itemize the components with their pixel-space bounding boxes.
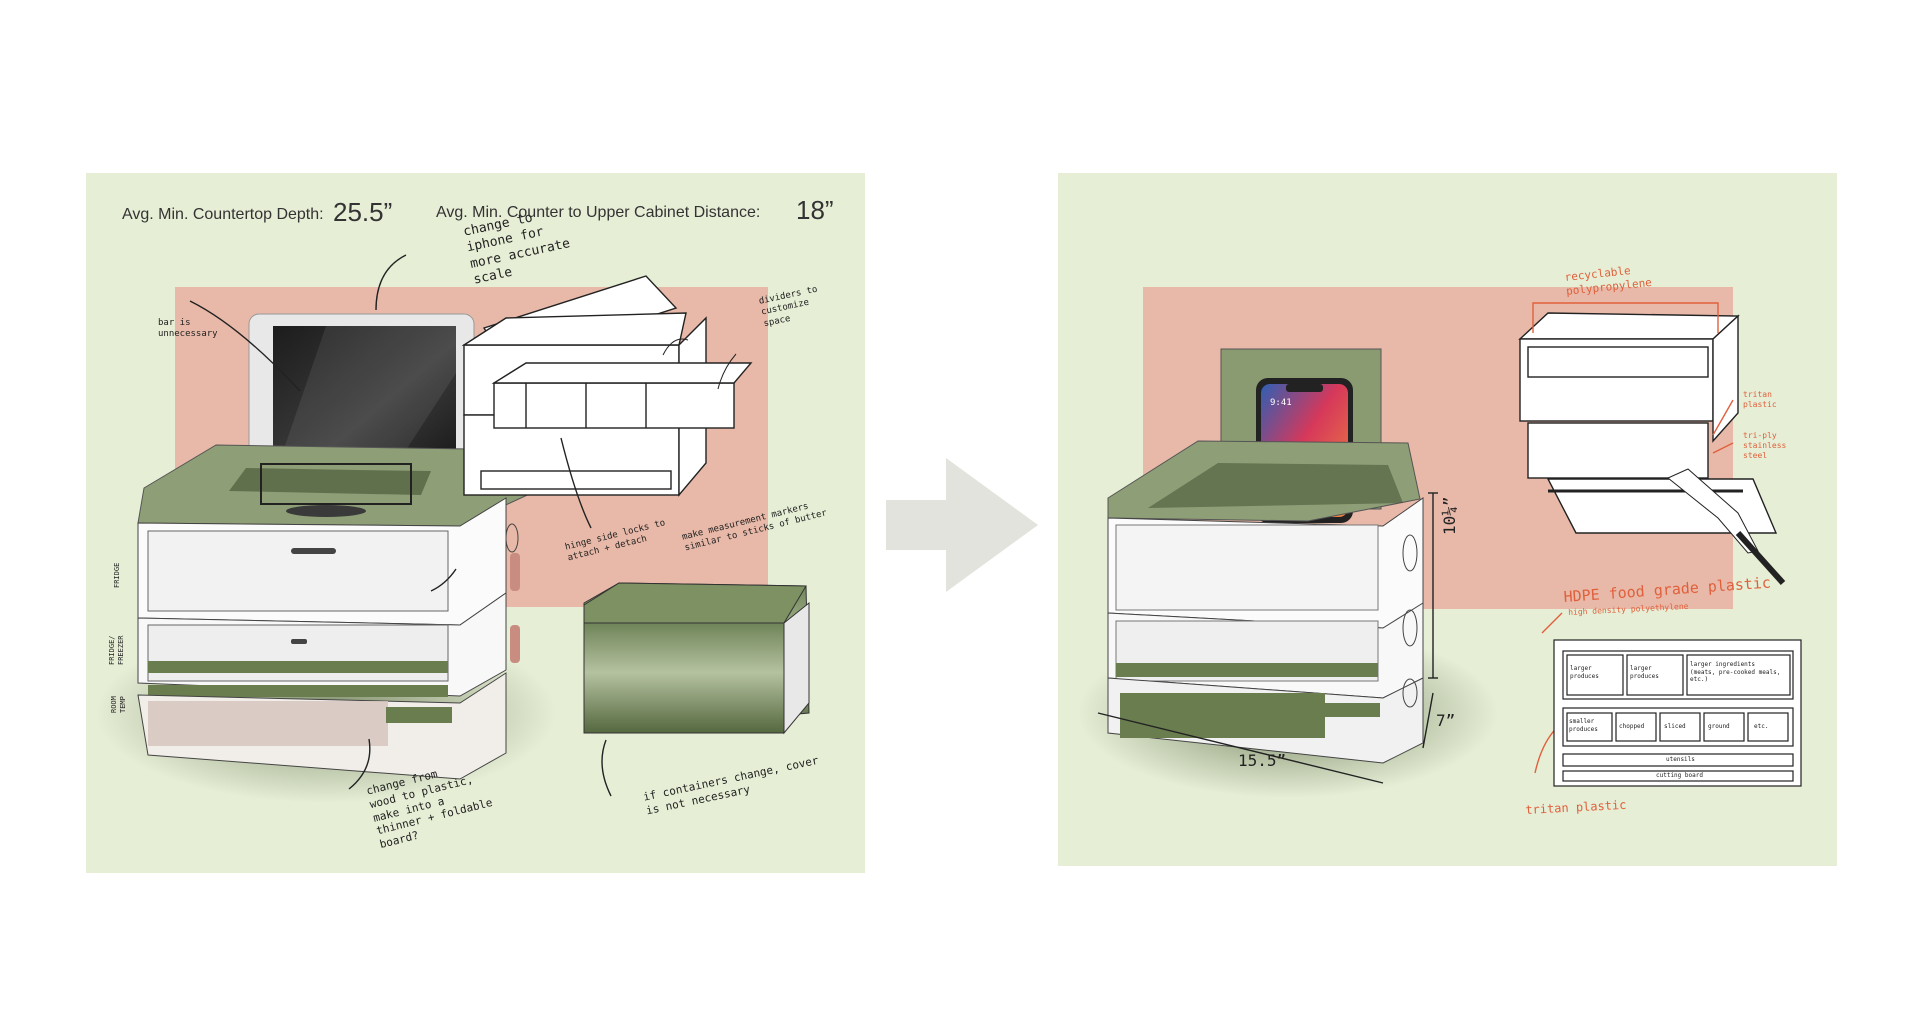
tray-label-large-3: larger ingredients (meats, pre-cooked me… [1690,661,1781,683]
left-sketch-drawing [96,254,810,803]
spec-depth-value: 25.5” [333,197,393,227]
side-label-room-temp: ROOM TEMP [110,696,127,713]
spec-cabinet-value: 18” [796,195,834,225]
tray-label-large-2: larger produces [1630,665,1659,680]
note-tritan-top: tritan plastic [1743,390,1777,409]
knife-icon [1667,468,1786,586]
phone-time: 9:41 [1270,398,1292,408]
tray-label-small-3: sliced [1664,723,1686,730]
transition-arrow-icon [886,458,1038,592]
spec-depth-label: Avg. Min. Countertop Depth: [122,206,324,223]
side-label-fridge: FRIDGE [113,562,121,588]
tray-label-small-4: ground [1708,723,1730,730]
side-label-fridge-freezer: FRIDGE/ FREEZER [108,635,125,665]
spec-cabinet-label: Avg. Min. Counter to Upper Cabinet Dista… [436,204,761,221]
tray-label-utensils: utensils [1666,756,1695,763]
drawer-line-sketch [1518,312,1778,534]
note-triply: tri-ply stainless steel [1743,431,1787,460]
container-cover [583,582,810,735]
right-sketch-drawing [1078,302,1802,798]
tray-label-large-1: larger produces [1570,665,1599,680]
open-drawer-sketch [461,275,753,497]
dim-height-top: 10¼” [1440,496,1459,535]
dim-height-bottom: 7” [1436,711,1456,730]
tray-label-small-1: smaller produces [1569,718,1598,733]
tray-label-small-2: chopped [1619,723,1645,730]
tray-label-small-5: etc. [1754,723,1769,730]
sketch-panel-right: 10¼” 7” 15.5” recyclable polypropylene t… [1058,173,1837,866]
tray-label-cutting-board: cutting board [1656,772,1703,779]
hinge-2 [510,625,520,663]
hinge-1 [510,553,520,591]
dim-width: 15.5” [1238,751,1287,770]
note-bar-unnecessary: bar is unnecessary [158,318,218,340]
sketch-panel-left: Avg. Min. Countertop Depth: 25.5” Avg. M… [86,173,865,873]
tray-layout [1553,639,1802,787]
